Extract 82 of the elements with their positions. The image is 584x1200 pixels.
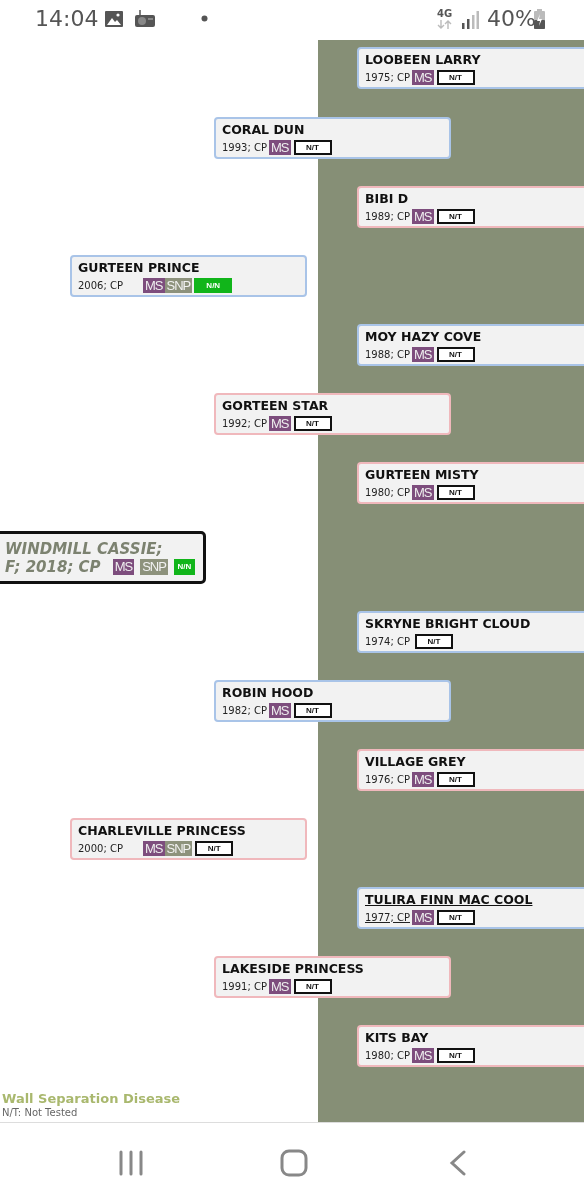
- ms-badge: MS: [143, 840, 165, 856]
- horse-details: 1974; CP: [365, 635, 410, 647]
- ancestor-card: [70, 818, 307, 860]
- ancestor-card: [357, 887, 584, 929]
- ms-badge: MS: [112, 558, 135, 575]
- test-result-badge: N/T: [436, 771, 475, 787]
- horse-details: 2000; CP: [78, 842, 123, 854]
- ms-badge: MS: [412, 1047, 434, 1063]
- test-result-badge: N/T: [293, 139, 332, 155]
- ancestor-card: [357, 749, 584, 791]
- ms-badge: MS: [143, 277, 165, 293]
- ancestor-card: [357, 1025, 584, 1067]
- ancestor-card: [214, 956, 451, 998]
- horse-details: 1989; CP: [365, 210, 410, 222]
- ancestor-card: [357, 462, 584, 504]
- test-result-badge: N/T: [436, 484, 475, 500]
- network-label: 4G: [437, 9, 453, 19]
- horse-details: 2006; CP: [78, 279, 123, 291]
- legend-text: Wall Separation Disease: [2, 1091, 181, 1106]
- ms-badge: MS: [412, 69, 434, 85]
- test-result-badge: N/T: [293, 415, 332, 431]
- horse-details: 1977; CP: [365, 911, 410, 923]
- legend-text: N/T: Not Tested: [2, 1107, 78, 1118]
- ancestor-card: [214, 393, 451, 435]
- horse-details: 1976; CP: [365, 773, 410, 785]
- snp-badge: SNP: [164, 840, 193, 856]
- snp-badge: SNP: [164, 277, 193, 293]
- ms-badge: MS: [412, 208, 434, 224]
- horse-details: F; 2018; CP: [5, 557, 101, 576]
- horse-details: 1982; CP: [222, 704, 267, 716]
- ms-badge: MS: [412, 484, 434, 500]
- ms-badge: MS: [269, 702, 291, 718]
- test-result-badge: N/T: [436, 69, 475, 85]
- horse-name: LOOBEEN LARRY: [365, 51, 482, 67]
- horse-details: 1980; CP: [365, 486, 410, 498]
- ancestor-card: [214, 117, 451, 159]
- horse-details: 1992; CP: [222, 417, 267, 429]
- horse-name: CHARLEVILLE PRINCESS: [78, 822, 247, 838]
- horse-name: VILLAGE GREY: [365, 753, 467, 769]
- horse-name: ROBIN HOOD: [222, 684, 315, 700]
- horse-name: SKRYNE BRIGHT CLOUD: [365, 615, 532, 631]
- horse-name: GORTEEN STAR: [222, 397, 330, 413]
- test-result-badge: N/T: [293, 978, 332, 994]
- test-result-badge: N/N: [173, 558, 195, 575]
- ms-badge: MS: [412, 346, 434, 362]
- test-result-badge: N/T: [436, 208, 475, 224]
- test-result-badge: N/T: [436, 1047, 475, 1063]
- horse-name: KITS BAY: [365, 1029, 430, 1045]
- ms-badge: MS: [412, 771, 434, 787]
- ancestor-card: [357, 611, 584, 653]
- horse-details: 1988; CP: [365, 348, 410, 360]
- ancestor-card: [70, 255, 307, 297]
- horse-details: 1993; CP: [222, 141, 267, 153]
- test-result-badge: N/T: [293, 702, 332, 718]
- horse-details: 1980; CP: [365, 1049, 410, 1061]
- test-result-badge: N/T: [195, 840, 234, 856]
- horse-name: MOY HAZY COVE: [365, 328, 483, 344]
- horse-details: 1975; CP: [365, 71, 410, 83]
- ancestor-card: [357, 47, 584, 89]
- test-result-badge: N/T: [436, 346, 475, 362]
- horse-details: 1991; CP: [222, 980, 267, 992]
- horse-name: GURTEEN PRINCE: [78, 259, 201, 275]
- horse-name: BIBI D: [365, 190, 410, 206]
- ms-badge: MS: [412, 909, 434, 925]
- ms-badge: MS: [269, 139, 291, 155]
- horse-name: TULIRA FINN MAC COOL: [365, 891, 534, 907]
- ms-badge: MS: [269, 415, 291, 431]
- test-result-badge: N/T: [415, 633, 453, 649]
- snp-badge: SNP: [140, 558, 168, 575]
- horse-name: WINDMILL CASSIE;: [5, 539, 164, 558]
- test-result-badge: N/N: [194, 277, 233, 293]
- horse-name: LAKESIDE PRINCESS: [222, 960, 365, 976]
- horse-name: GURTEEN MISTY: [365, 466, 480, 482]
- ancestor-card: [214, 680, 451, 722]
- test-result-badge: N/T: [436, 909, 475, 925]
- horse-name: CORAL DUN: [222, 121, 306, 137]
- ms-badge: MS: [269, 978, 291, 994]
- ancestor-card: [357, 324, 584, 366]
- ancestor-card: [357, 186, 584, 228]
- subject-card: [0, 531, 206, 584]
- clock: 14:04: [35, 8, 99, 30]
- battery-percent: 40%: [487, 8, 536, 30]
